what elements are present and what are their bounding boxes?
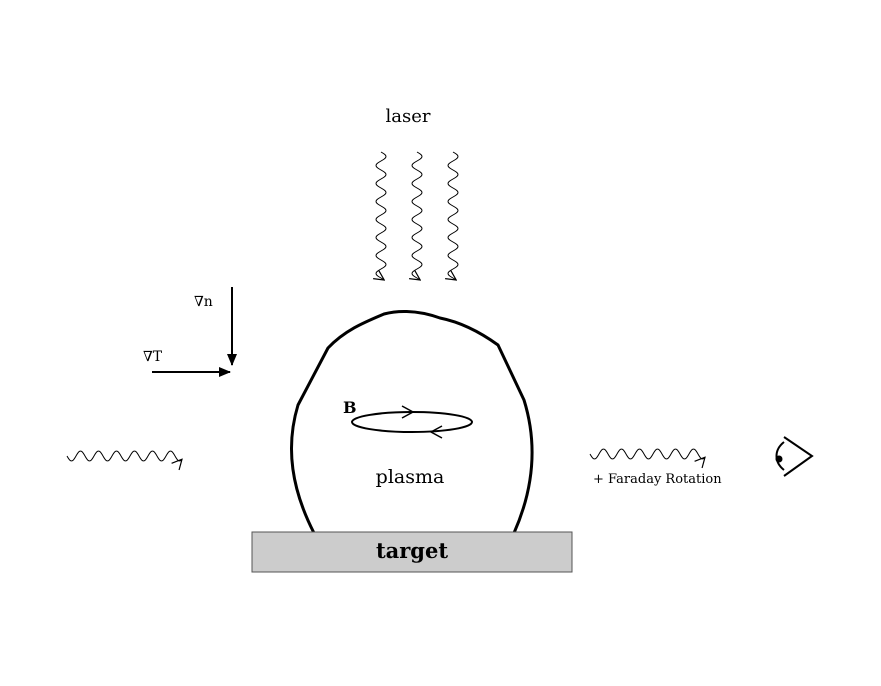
magnetic-field-arrow-top bbox=[401, 405, 415, 419]
magnetic-field-label: B bbox=[343, 398, 357, 417]
target-label: target bbox=[376, 538, 448, 563]
probe-beam-incoming bbox=[66, 450, 182, 461]
plasma-label: plasma bbox=[376, 466, 445, 488]
target-block bbox=[251, 531, 573, 573]
magnetic-field-loop bbox=[351, 411, 473, 433]
density-gradient-label: ∇n bbox=[194, 294, 213, 310]
magnetic-field-arrow-bottom bbox=[429, 425, 443, 439]
laser-beam-right bbox=[448, 151, 459, 280]
plasma-plume-outline bbox=[289, 310, 534, 534]
probe-beam-outgoing bbox=[589, 448, 705, 459]
eye-icon bbox=[775, 436, 814, 477]
laser-beam-center bbox=[412, 151, 423, 280]
temperature-gradient-label: ∇T bbox=[143, 349, 163, 365]
laser-beams bbox=[376, 151, 459, 280]
faraday-rotation-label: + Faraday Rotation bbox=[593, 472, 722, 487]
laser-beam-left bbox=[376, 151, 387, 280]
laser-label: laser bbox=[386, 106, 431, 127]
